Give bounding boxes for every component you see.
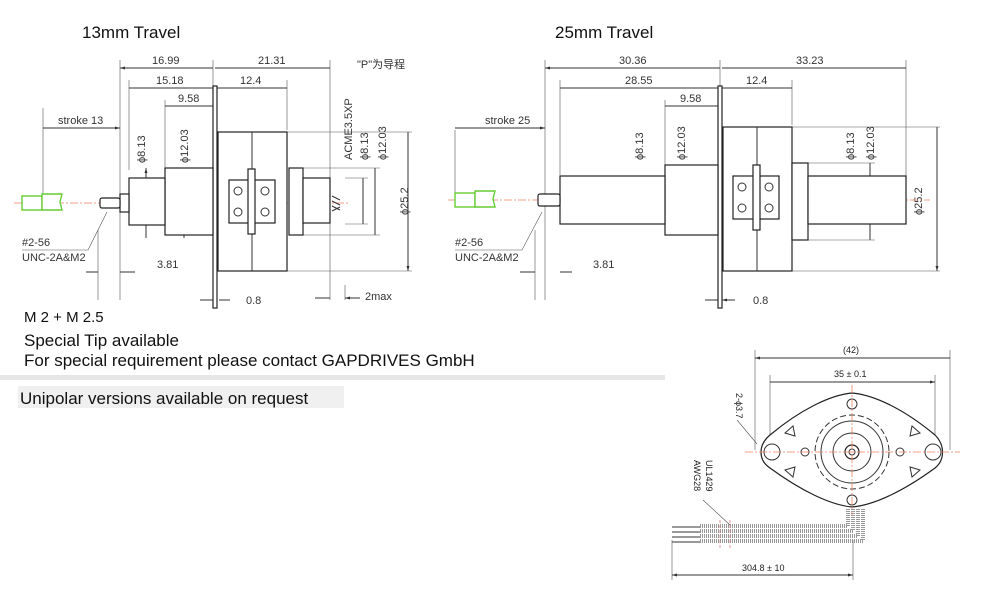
motor-body-25mm [537,85,907,309]
special-tip-note: Special Tip available [24,331,179,350]
thread-spec-1: #2-56 [22,237,50,249]
dim-holes: 2-ϕ3.7 [734,393,744,419]
dim-28-55: 28.55 [625,75,653,87]
dim-stroke-25: stroke 25 [485,115,530,127]
dim-15-18: 15.18 [156,75,184,87]
dim-0-8: 0.8 [246,295,261,307]
wire-gauge: AWG28 [692,460,702,491]
thread-spec-25-2: UNC-2A&M2 [455,252,519,264]
front-view-drawing: (42) 35 ± 0.1 2-ϕ3.7 UL1429 AWG28 304.8 … [671,345,960,580]
dim-3-81-25: 3.81 [593,259,614,271]
dim-cable-length: 304.8 ± 10 [742,563,784,573]
dim-42: (42) [843,345,859,355]
title-25mm: 25mm Travel [555,23,653,42]
dim-9-58-25: 9.58 [680,93,701,105]
special-tip-25mm [454,190,496,208]
dim-phi-12-03-right: ϕ12.03 [377,126,389,160]
dim-16-99: 16.99 [152,55,180,67]
thread-spec-25-1: #2-56 [455,237,483,249]
dim-phi-12-03: ϕ12.03 [179,129,191,163]
dim-3-81: 3.81 [157,259,178,271]
dim-12-4: 12.4 [240,75,261,87]
wire-type: UL1429 [704,460,714,492]
dim-stroke-13: stroke 13 [58,115,103,127]
dim-30-36: 30.36 [619,55,647,67]
drawing-25mm-travel: 25mm Travel 30.36 33.23 28.55 12.4 9.58 … [448,23,940,309]
dim-phi-25-2: ϕ25.2 [399,187,411,215]
dim-21-31: 21.31 [258,55,286,67]
note-p-lead: "P"为导程 [357,58,405,71]
thread-sizes-note: M 2 + M 2.5 [24,309,104,326]
unipolar-note-background [18,386,344,408]
title-13mm: 13mm Travel [82,23,180,42]
dim-2max: 2max [365,291,392,303]
dim-phi-12-03-25: ϕ12.03 [676,126,688,160]
unipolar-note: Unipolar versions available on request [20,389,308,408]
dim-phi-25-2-25: ϕ25.2 [913,187,925,215]
dim-35: 35 ± 0.1 [834,369,866,379]
dim-phi-8-13: ϕ8.13 [136,135,148,163]
dim-33-23: 33.23 [796,55,824,67]
drawing-13mm-travel: 13mm Travel "P"为导程 16.99 21.31 15.18 12.… [14,23,412,309]
dim-9-58: 9.58 [178,93,199,105]
cable-bundle [672,508,865,548]
dim-phi-12-03-25-right: ϕ12.03 [865,126,877,160]
contact-note: For special requirement please contact G… [24,351,475,370]
divider [0,375,665,380]
dim-acme: ACME3.5XP [343,98,355,160]
dim-phi-8-13-25: ϕ8.13 [634,132,646,160]
dim-phi-8-13-25-right: ϕ8.13 [845,132,857,160]
dim-0-8-25: 0.8 [753,295,768,307]
motor-body-13mm [99,85,341,309]
thread-spec-2: UNC-2A&M2 [22,252,86,264]
special-tip-13mm [21,193,63,211]
dim-12-4-25: 12.4 [746,75,767,87]
dim-phi-8-13-right: ϕ8.13 [359,132,371,160]
